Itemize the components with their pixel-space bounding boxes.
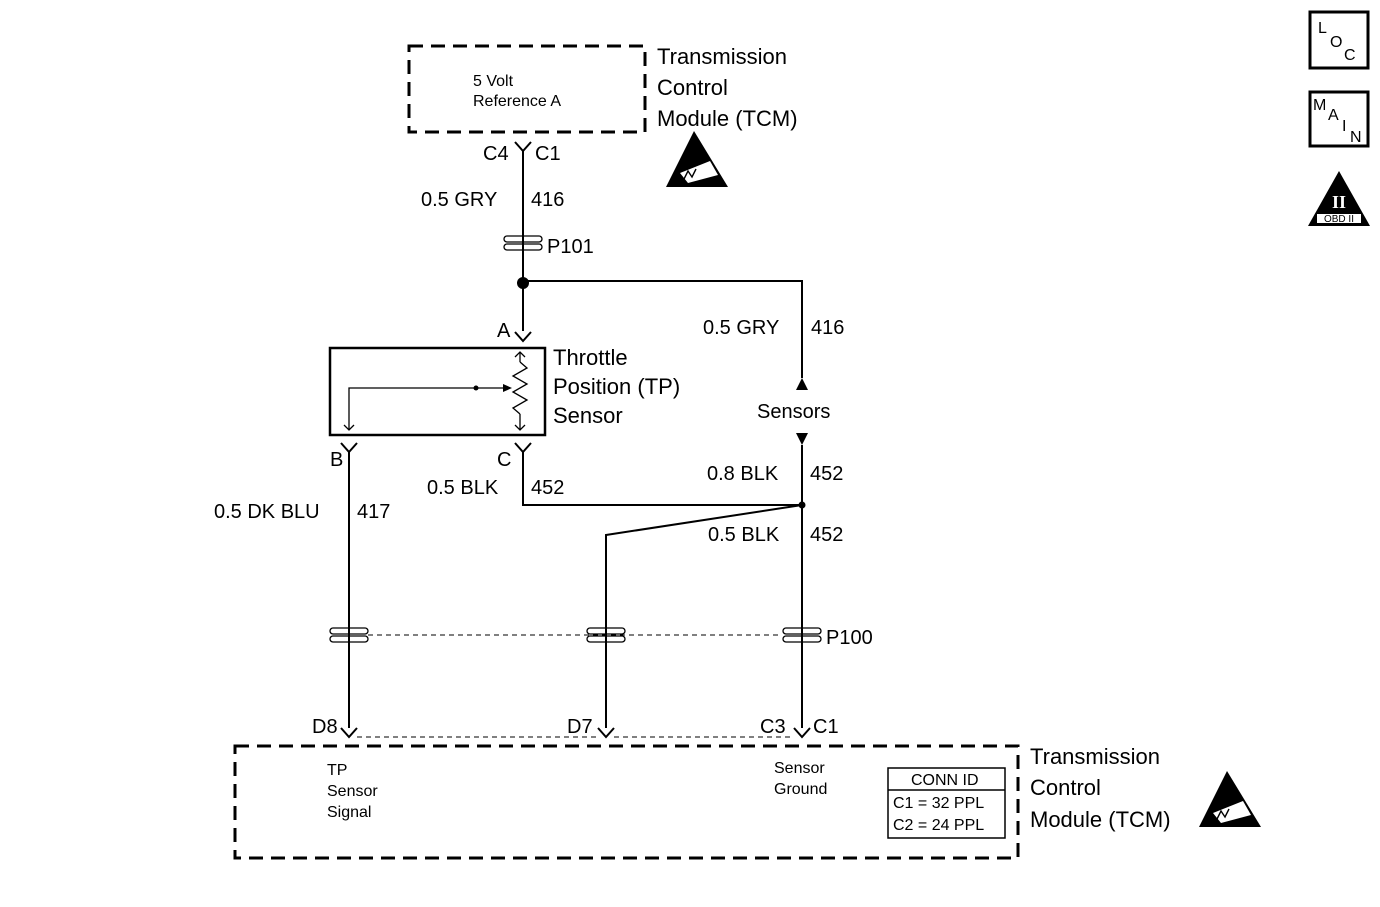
bottom-tcm-signal-line-1: TP (327, 762, 347, 779)
loc-icon-letter-c: C (1344, 47, 1356, 64)
wire-416-top-size-color: 0.5 GRY (421, 189, 497, 211)
wire-416-branch-size-color: 0.5 GRY (703, 317, 779, 339)
bottom-tcm-ground-line-1: Sensor (774, 760, 825, 777)
loc-icon-letter-l: L (1318, 20, 1327, 37)
conn-id-row-1: C1 = 32 PPL (893, 795, 984, 812)
esd-warning-icon (1199, 771, 1261, 827)
tp-sensor-pin-b: B (330, 449, 343, 471)
bottom-tcm-module: D8 D7 C3 C1 TP Sensor Signal Sensor Grou… (233, 716, 1171, 860)
connector-p100-label: P100 (826, 627, 873, 649)
bottom-tcm-connector: C1 (813, 716, 839, 738)
obd-ii-label: OBD II (1324, 214, 1354, 225)
bottom-pin-d7-fork (597, 727, 615, 739)
bottom-tcm-ground-line-2: Ground (774, 781, 827, 798)
pot-top-arrow-icon (514, 351, 526, 358)
connector-p100-cavity-c3 (782, 627, 822, 643)
obd-ii-icon[interactable]: II OBD II (1308, 171, 1370, 226)
top-tcm-title-line-1: Transmission (657, 44, 787, 69)
tp-pin-a-fork (514, 331, 532, 343)
sensors-arrow-up-icon (796, 378, 808, 390)
sensors-arrow-down-icon (796, 433, 808, 445)
tp-sensor-pin-a: A (497, 320, 511, 342)
tp-sensor-title-line-3: Sensor (553, 403, 623, 428)
wire-416-top-circuit: 416 (531, 189, 564, 211)
wiper-arrow-icon (503, 384, 512, 392)
pot-bottom-arrow-icon (514, 424, 526, 431)
top-tcm-pin: C4 (483, 143, 509, 165)
loc-icon[interactable]: L O C (1308, 10, 1370, 70)
tp-sensor-title-line-1: Throttle (553, 345, 628, 370)
connector-p101-label: P101 (547, 236, 594, 258)
tp-sensor-pin-c: C (497, 449, 511, 471)
wire-452-tp-ground (522, 452, 802, 506)
splice-416 (517, 277, 529, 289)
connector-p100-cavity-d8 (329, 627, 369, 643)
top-tcm-function-line-1: 5 Volt (473, 73, 514, 90)
wiper-signal-arrow-icon (343, 424, 355, 431)
conn-id-row-2: C2 = 24 PPL (893, 817, 984, 834)
main-icon[interactable]: M A I N (1308, 90, 1370, 148)
bottom-pin-d8-fork (340, 727, 358, 739)
tp-sensor-box (328, 346, 547, 437)
top-tcm-pin-fork (514, 141, 532, 153)
top-tcm-box (407, 44, 647, 134)
top-tcm-function-line-2: Reference A (473, 93, 561, 110)
main-icon-letter-m: M (1313, 97, 1326, 114)
main-icon-letter-a: A (1328, 107, 1339, 124)
wire-452-tp-size-color: 0.5 BLK (427, 477, 499, 499)
wire-417-circuit: 417 (357, 501, 390, 523)
tp-sensor-title-line-2: Position (TP) (553, 374, 680, 399)
wire-452-sensors-size-color: 0.8 BLK (707, 463, 779, 485)
bottom-tcm-title-line-1: Transmission (1030, 744, 1160, 769)
wire-416-branch (523, 280, 803, 378)
wire-452-sensors-circuit: 452 (810, 463, 843, 485)
top-tcm-module: 5 Volt Reference A Transmission Control … (407, 44, 798, 165)
main-icon-letter-n: N (1350, 129, 1362, 146)
conn-id-table: CONN ID C1 = 32 PPL C2 = 24 PPL (887, 767, 1006, 839)
bottom-pin-c3-fork (793, 727, 811, 739)
esd-warning-icon (666, 131, 728, 187)
wire-416-branch-circuit: 416 (811, 317, 844, 339)
bottom-pin-d7: D7 (567, 716, 593, 738)
pot-resistor-icon (511, 361, 529, 415)
wiper-signal-lead (348, 387, 476, 430)
connector-p101: P101 (503, 235, 594, 258)
tp-pin-b-fork (340, 442, 358, 454)
top-tcm-title-line-2: Control (657, 75, 728, 100)
tp-pin-c-fork (514, 442, 532, 454)
bottom-tcm-title-line-3: Module (TCM) (1030, 807, 1171, 832)
top-tcm-connector: C1 (535, 143, 561, 165)
wire-452-tp-circuit: 452 (531, 477, 564, 499)
wire-452-tcm-size-color: 0.5 BLK (708, 524, 780, 546)
wire-452-tcm-circuit: 452 (810, 524, 843, 546)
wire-417-size-color: 0.5 DK BLU (214, 501, 320, 523)
obd-ii-symbol: II (1332, 192, 1346, 212)
bottom-tcm-title-line-2: Control (1030, 775, 1101, 800)
conn-id-header: CONN ID (911, 772, 979, 789)
bottom-tcm-box (233, 744, 1020, 860)
top-tcm-title-line-3: Module (TCM) (657, 106, 798, 131)
sensors-label: Sensors (757, 401, 830, 423)
main-icon-letter-i: I (1342, 118, 1346, 135)
bottom-pin-d8: D8 (312, 716, 338, 738)
tp-sensor: A Throttle Position (TP) Sensor B C (328, 320, 680, 471)
bottom-pin-c3: C3 (760, 716, 786, 738)
bottom-tcm-signal-line-2: Sensor (327, 783, 378, 800)
wire-452-d7 (605, 504, 803, 728)
loc-icon-letter-o: O (1330, 34, 1342, 51)
bottom-tcm-signal-line-3: Signal (327, 804, 371, 821)
connector-p100-cavity-d7 (586, 627, 626, 643)
